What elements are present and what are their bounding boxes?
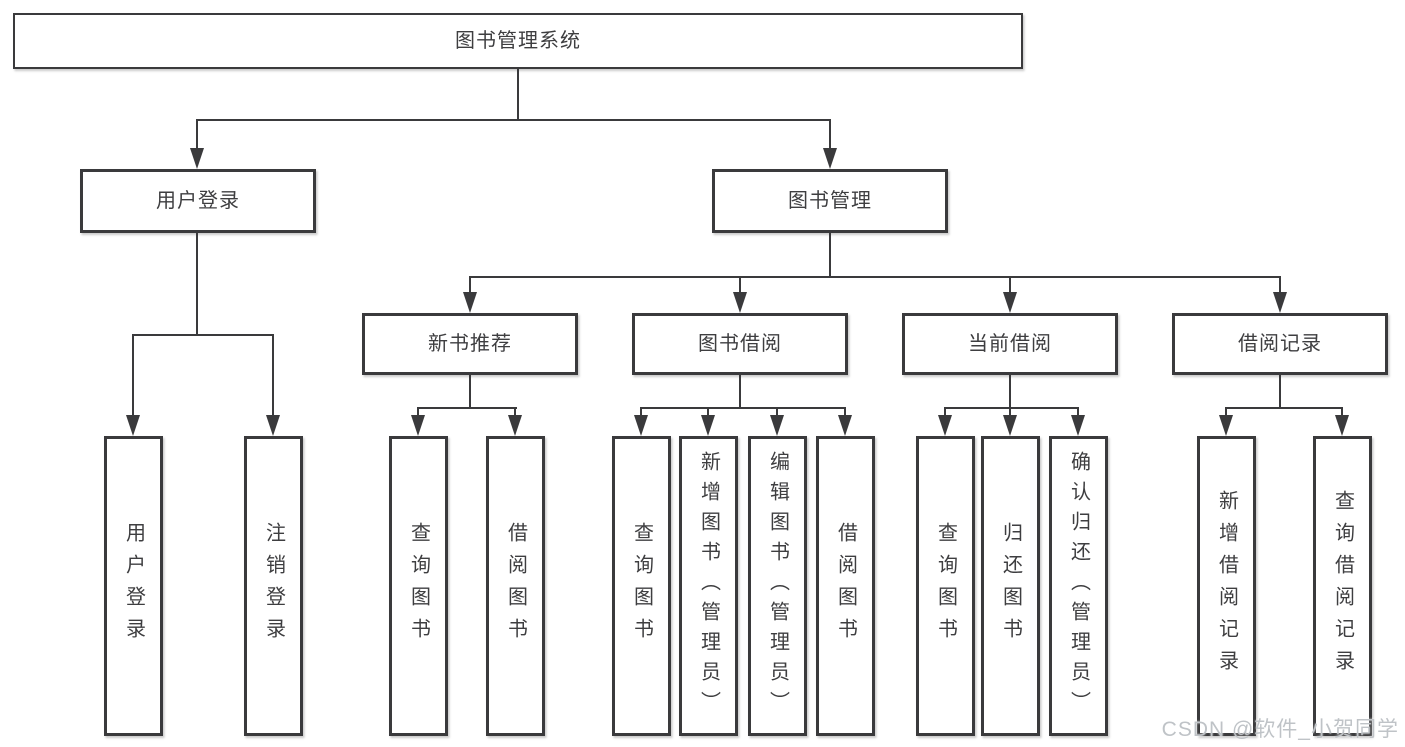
node-new-book-recommend: 新书推荐: [362, 313, 578, 375]
node-leaf-logout: 注销登录: [244, 436, 303, 736]
connector-line: [132, 334, 274, 336]
arrow-down-icon: [1341, 407, 1343, 415]
connector-line: [469, 276, 1281, 278]
arrow-down-icon: [1077, 407, 1079, 415]
node-user-login: 用户登录: [80, 169, 316, 233]
node-borrow-records: 借阅记录: [1172, 313, 1388, 375]
node-current-borrow: 当前借阅: [902, 313, 1118, 375]
connector-line: [469, 374, 471, 409]
arrow-down-icon: [272, 334, 274, 415]
node-leaf-confirm-return-admin: 确认归还（管理员）: [1049, 436, 1108, 736]
arrow-down-icon: [640, 407, 642, 415]
connector-line: [417, 407, 517, 409]
arrow-down-icon: [1225, 407, 1227, 415]
arrow-down-icon: [132, 334, 134, 415]
arrow-down-icon: [739, 276, 741, 292]
connector-line: [517, 67, 519, 121]
node-book-borrow: 图书借阅: [632, 313, 848, 375]
node-leaf-user-login: 用户登录: [104, 436, 163, 736]
arrow-down-icon: [196, 119, 198, 148]
node-leaf-add-borrow-record: 新增借阅记录: [1197, 436, 1256, 736]
arrow-down-icon: [829, 119, 831, 148]
arrow-down-icon: [1279, 276, 1281, 292]
connector-line: [196, 232, 198, 336]
node-leaf-query-borrow-record: 查询借阅记录: [1313, 436, 1372, 736]
node-library-system: 图书管理系统: [13, 13, 1023, 69]
node-leaf-add-book-admin: 新增图书（管理员）: [679, 436, 738, 736]
connector-line: [196, 119, 831, 121]
node-leaf-query-book-2: 查询图书: [612, 436, 671, 736]
arrow-down-icon: [944, 407, 946, 415]
arrow-down-icon: [469, 276, 471, 292]
arrow-down-icon: [707, 407, 709, 415]
node-book-management: 图书管理: [712, 169, 948, 233]
connector-line: [1279, 374, 1281, 409]
arrow-down-icon: [417, 407, 419, 415]
connector-line: [739, 374, 741, 409]
arrow-down-icon: [844, 407, 846, 415]
node-leaf-return-book: 归还图书: [981, 436, 1040, 736]
node-leaf-borrow-book-2: 借阅图书: [816, 436, 875, 736]
connector-line: [829, 232, 831, 278]
node-leaf-query-book-3: 查询图书: [916, 436, 975, 736]
node-leaf-borrow-book-1: 借阅图书: [486, 436, 545, 736]
arrow-down-icon: [1009, 407, 1011, 415]
arrow-down-icon: [514, 407, 516, 415]
arrow-down-icon: [1009, 276, 1011, 292]
node-leaf-edit-book-admin: 编辑图书（管理员）: [748, 436, 807, 736]
connector-line: [1225, 407, 1343, 409]
connector-line: [640, 407, 846, 409]
connector-line: [944, 407, 1079, 409]
arrow-down-icon: [776, 407, 778, 415]
connector-line: [1009, 374, 1011, 409]
watermark-text: CSDN @软件_小贺同学: [1161, 718, 1399, 741]
node-leaf-query-book-1: 查询图书: [389, 436, 448, 736]
